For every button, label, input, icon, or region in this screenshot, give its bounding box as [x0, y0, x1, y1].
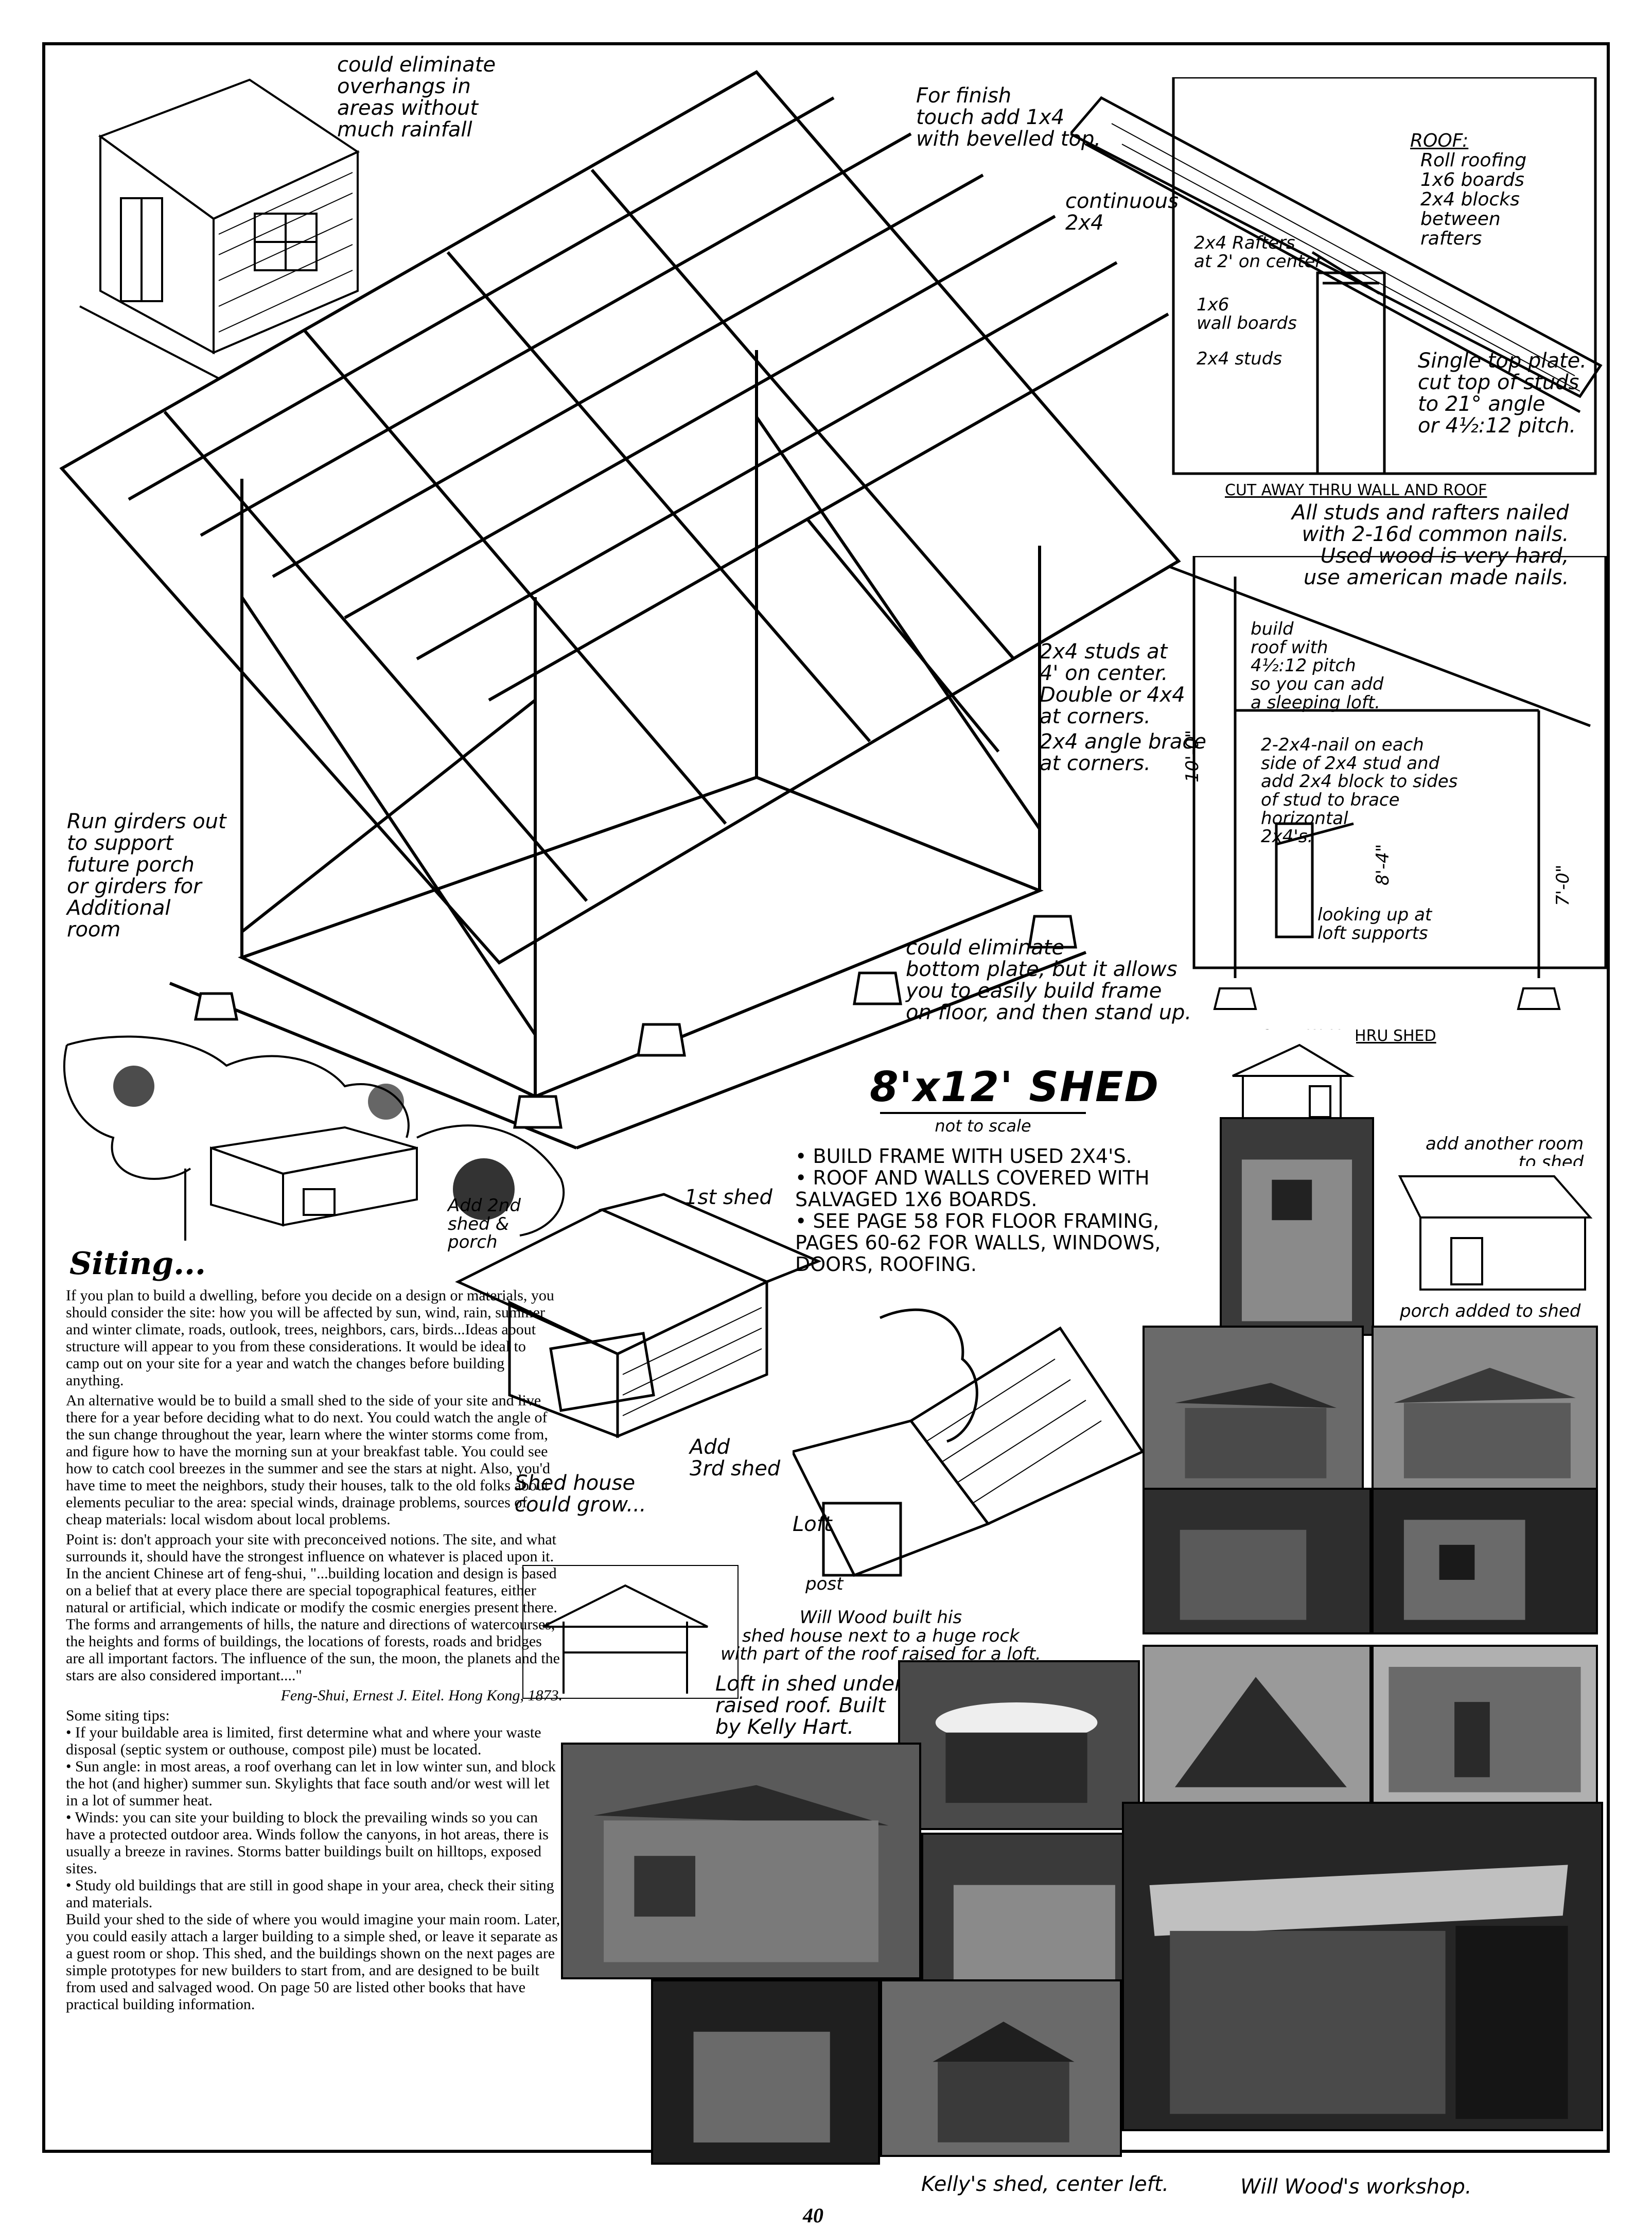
angle-brace-note: 2x4 angle brace at corners.: [1040, 730, 1206, 775]
quote-citation: Feng-Shui, Ernest J. Eitel. Hong Kong, 1…: [280, 1687, 563, 1704]
porch-sketch: [1390, 1166, 1595, 1300]
loft-label: Loft: [793, 1512, 832, 1536]
looking-up-note: looking up at loft supports: [1317, 904, 1432, 944]
first-shed-note: 1st shed: [684, 1186, 772, 1209]
siting-title: Siting...: [69, 1246, 206, 1282]
roof-cutaway-detail: [1070, 77, 1603, 475]
tips-intro: Some siting tips:: [66, 1707, 170, 1724]
loft-roof-note: build roof with 4½:12 pitch so you can a…: [1251, 619, 1384, 713]
dim-10: 10'-0": [1182, 729, 1203, 782]
will-wood-note: Will Wood built his shed house next to a…: [720, 1607, 1041, 1665]
shed-bullet: • Roof and walls covered with salvaged 1…: [795, 1167, 1150, 1211]
siting-paragraph: Build your shed to the side of where you…: [66, 1911, 560, 2013]
shed-frame-drawing: [59, 70, 1181, 1150]
shed-photo: [1372, 1645, 1598, 1804]
roof-item: Roll roofing: [1420, 150, 1527, 171]
snow-shed-photo: [898, 1660, 1140, 1830]
shed-photo: [1220, 1117, 1374, 1336]
roof-layers-list: ROOF: Roll roofing 1x6 boards 2x4 blocks…: [1410, 131, 1526, 249]
run-girders-note: Run girders out to support future porch …: [67, 810, 226, 942]
tip-item: • Sun angle: in most areas, a roof overh…: [66, 1758, 556, 1809]
shed-growth-sketch: [455, 1193, 822, 1438]
shed-photo: [1143, 1488, 1372, 1634]
roof-item: 1x6 boards: [1420, 169, 1524, 190]
not-to-scale-label: not to scale: [880, 1112, 1086, 1136]
workshop-photo: [1122, 1802, 1603, 2131]
shed-photo: [651, 1979, 880, 2165]
eliminate-overhangs-note: could eliminate overhangs in areas witho…: [337, 53, 496, 142]
roof-header: ROOF:: [1410, 130, 1469, 151]
small-shed-sketch: [79, 78, 360, 378]
page-number: 40: [803, 2204, 823, 2227]
dim-8: 8'-4": [1373, 844, 1393, 885]
add-room-note: add another room to shed: [1426, 1134, 1584, 1173]
post-label: post: [805, 1574, 843, 1594]
shed-grow-note: Shed house could grow...: [515, 1471, 646, 1517]
tip-item: • Study old buildings that are still in …: [66, 1877, 554, 1911]
rock-shed-sketch: [793, 1308, 1145, 1577]
studs-note: 2x4 studs: [1197, 349, 1282, 369]
top-plate-note: Single top plate. cut top of studs to 21…: [1418, 349, 1587, 438]
siting-paragraph: Point is: don't approach your site with …: [66, 1531, 560, 1684]
add-2nd-note: Add 2nd shed & porch: [448, 1195, 521, 1253]
shed-photo: [1143, 1645, 1372, 1804]
cutaway-wall-roof-label: CUT AWAY THRU WALL AND ROOF: [1225, 481, 1487, 499]
siting-paragraph: An alternative would be to build a small…: [66, 1392, 551, 1528]
wall-boards-note: 1x6 wall boards: [1197, 294, 1297, 334]
shed-photo: [1143, 1326, 1364, 1493]
roof-item: 2x4 blocks between rafters: [1420, 189, 1520, 249]
nail-note: 2-2x4-nail on each side of 2x4 stud and …: [1261, 735, 1458, 847]
finish-touch-note: For finish touch add 1x4 with bevelled t…: [916, 84, 1101, 151]
shed-photo: [880, 1979, 1122, 2157]
continuous-2x4-note: continuous 2x4: [1065, 189, 1179, 235]
siting-landscape-sketch: [63, 1035, 565, 1241]
kelly-shed-photo: [561, 1743, 921, 1979]
shed-title: 8'x12' SHED: [870, 1063, 1160, 1111]
shed-bullets: • Build frame with used 2x4's. • Roof an…: [795, 1145, 1217, 1275]
loft-sketch: [522, 1565, 739, 1699]
dim-7: 7'-0": [1553, 864, 1573, 906]
porch-added-note: porch added to shed: [1400, 1301, 1581, 1321]
shed-photo: [1372, 1326, 1598, 1493]
kelly-shed-caption: Kelly's shed, center left.: [921, 2172, 1169, 2196]
tip-item: • Winds: you can site your building to b…: [66, 1809, 549, 1877]
siting-body: If you plan to build a dwelling, before …: [66, 1287, 563, 2016]
shed-bullet: • See page 58 for floor framing, pages 6…: [795, 1210, 1161, 1276]
studs-spacing-note: 2x4 studs at 4' on center. Double or 4x4…: [1040, 640, 1185, 728]
workshop-caption: Will Wood's workshop.: [1240, 2175, 1472, 2199]
add-3rd-note: Add 3rd shed: [690, 1435, 781, 1481]
shed-photo: [1372, 1488, 1598, 1634]
tip-item: • If your buildable area is limited, fir…: [66, 1724, 541, 1758]
shed-cutaway-drawing: [1168, 556, 1607, 1010]
rafters-note: 2x4 Rafters at 2' on center: [1194, 233, 1323, 272]
shed-bullet: • Build frame with used 2x4's.: [795, 1145, 1132, 1168]
loft-in-shed-note: Loft in shed under raised roof. Built by…: [715, 1672, 903, 1739]
bottom-plate-note: could eliminate bottom plate, but it all…: [906, 936, 1192, 1024]
